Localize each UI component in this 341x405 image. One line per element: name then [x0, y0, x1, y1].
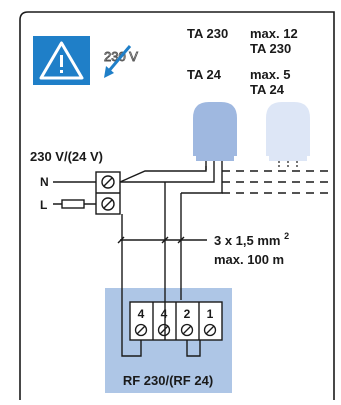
actuator-wire-1: [119, 166, 207, 183]
cable-max-length: max. 100 m: [214, 252, 284, 267]
actuator-ta230-max-model: TA 230: [250, 41, 291, 56]
terminal-screws: [134, 323, 217, 337]
fuse-icon: [61, 199, 85, 209]
live-label: L: [40, 198, 47, 212]
terminal-label-3: 2: [184, 307, 191, 321]
controller-wire-neutral: [121, 214, 142, 357]
terminal-label-1: 4: [138, 307, 145, 321]
cable-spec-main: 3 x 1,5 mm: [214, 233, 281, 248]
supply-voltage-label: 230 V/(24 V): [30, 149, 103, 164]
terminal-label-2: 4: [161, 307, 168, 321]
actuator-ta24-max-model: TA 24: [250, 82, 285, 97]
cable-spec-superscript: 2: [284, 231, 289, 241]
actuator-head-light-icon: [266, 102, 310, 168]
cable-spec-label: 3 x 1,5 mm 2: [214, 231, 289, 248]
controller-name: RF 230/(RF 24): [123, 373, 213, 388]
neutral-label: N: [40, 175, 49, 189]
controller-wire-bridge: [186, 340, 201, 357]
actuator-ta24-max: max. 5: [250, 67, 290, 82]
warning-sign: [33, 36, 90, 85]
actuator-head-icon: [193, 102, 237, 170]
actuator-ta230-name: TA 230: [187, 26, 228, 41]
frame-border: [19, 11, 335, 400]
terminal-label-4: 1: [207, 307, 214, 321]
supply-terminal-block: [95, 171, 121, 215]
actuator-wire-2: [120, 170, 215, 183]
actuator-ta24-name: TA 24: [187, 67, 222, 82]
actuator-ta230-max: max. 12: [250, 26, 298, 41]
lightning-arrow-icon: [104, 45, 132, 78]
